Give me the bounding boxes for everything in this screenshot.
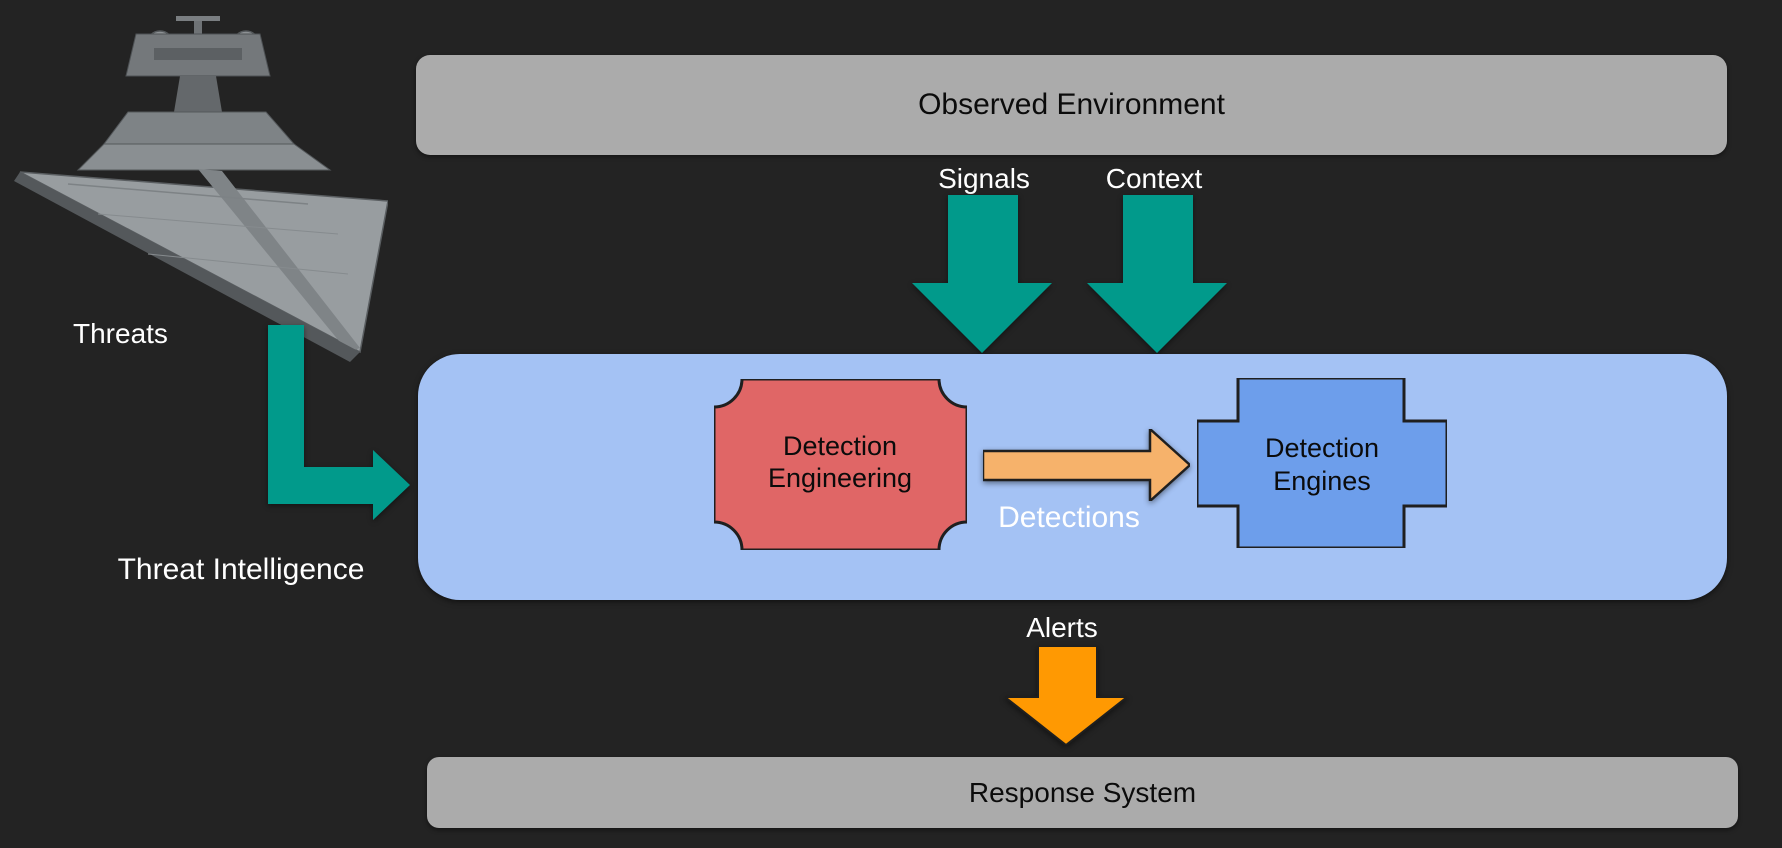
observed-environment-bar: Observed Environment: [416, 55, 1727, 155]
detections-label: Detections: [998, 501, 1140, 534]
star-destroyer-image: [14, 16, 388, 362]
detection-engines-shape: Detection Engines: [1197, 378, 1447, 548]
signals-label: Signals: [938, 163, 1030, 194]
detection-engines-label-line2: Engines: [1273, 466, 1371, 496]
alerts-label: Alerts: [1026, 612, 1098, 643]
context-arrow: [1087, 195, 1227, 353]
threat-intelligence-arrow: [268, 325, 410, 520]
detection-engines-label-line1: Detection: [1265, 433, 1379, 463]
response-system-label: Response System: [968, 776, 1197, 808]
threats-label: Threats: [73, 318, 168, 349]
detections-arrow: [983, 429, 1190, 501]
alerts-arrow: [1005, 646, 1127, 745]
threat-intelligence-label: Threat Intelligence: [117, 553, 365, 586]
context-label: Context: [1105, 163, 1203, 194]
response-system-bar: Response System: [427, 757, 1738, 828]
signals-arrow: [912, 195, 1052, 353]
detection-engineering-label-line1: Detection: [783, 431, 897, 461]
observed-environment-label: Observed Environment: [918, 88, 1225, 121]
detection-engineering-label-line2: Engineering: [768, 463, 912, 493]
detection-engineering-shape: Detection Engineering: [714, 379, 967, 550]
